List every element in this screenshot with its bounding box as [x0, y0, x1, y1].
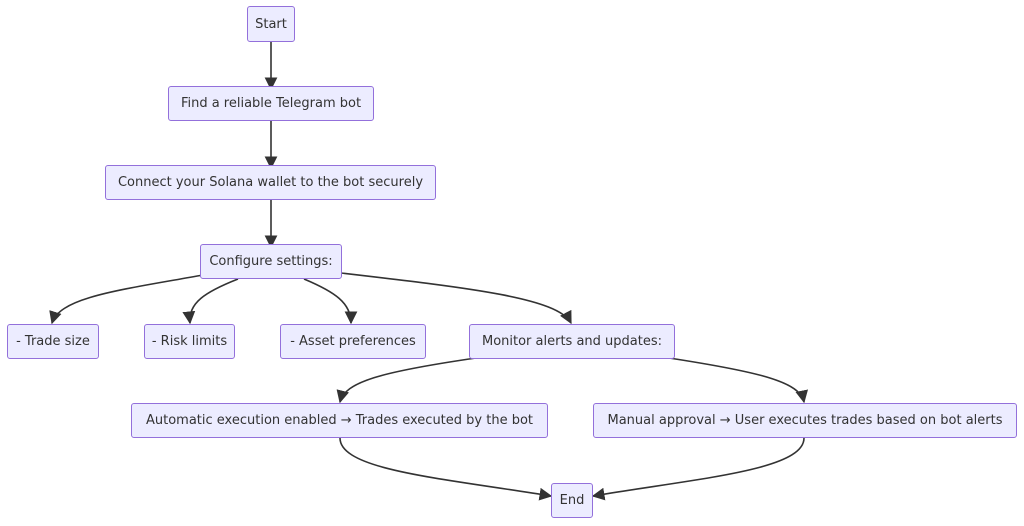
node-configure-settings: Configure settings:: [200, 244, 342, 279]
node-find-telegram-bot: Find a reliable Telegram bot: [168, 86, 374, 121]
node-manual-approval-label: Manual approval → User executes trades b…: [607, 413, 1003, 428]
node-monitor-alerts: Monitor alerts and updates:: [469, 324, 675, 359]
edge-configure-to-trade-size: [49, 274, 204, 325]
edge-configure-to-monitor: [340, 272, 572, 325]
node-find-telegram-bot-label: Find a reliable Telegram bot: [180, 96, 362, 111]
node-manual-approval: Manual approval → User executes trades b…: [593, 403, 1017, 438]
node-end: End: [551, 483, 593, 518]
node-asset-preferences-label: - Asset preferences: [290, 334, 416, 349]
node-trade-size: - Trade size: [7, 324, 99, 359]
node-risk-limits: - Risk limits: [144, 324, 235, 359]
node-automatic-execution: Automatic execution enabled → Trades exe…: [131, 403, 548, 438]
node-monitor-alerts-label: Monitor alerts and updates:: [481, 334, 663, 349]
node-connect-solana-wallet-label: Connect your Solana wallet to the bot se…: [117, 175, 424, 190]
node-connect-solana-wallet: Connect your Solana wallet to the bot se…: [105, 165, 436, 200]
edge-monitor-to-automatic: [336, 357, 477, 404]
node-end-label: End: [559, 493, 585, 508]
node-start: Start: [247, 6, 295, 42]
node-configure-settings-label: Configure settings:: [209, 254, 333, 269]
node-trade-size-label: - Trade size: [16, 334, 90, 349]
node-start-label: Start: [255, 16, 287, 32]
edge-configure-to-risk-limits: [182, 278, 239, 325]
edge-automatic-to-end: [339, 437, 553, 501]
edge-configure-to-asset-prefs: [303, 278, 358, 325]
node-automatic-execution-label: Automatic execution enabled → Trades exe…: [145, 413, 534, 428]
edge-monitor-to-manual: [668, 357, 808, 404]
node-risk-limits-label: - Risk limits: [151, 334, 228, 349]
node-asset-preferences: - Asset preferences: [280, 324, 426, 359]
edge-manual-to-end: [591, 437, 805, 501]
